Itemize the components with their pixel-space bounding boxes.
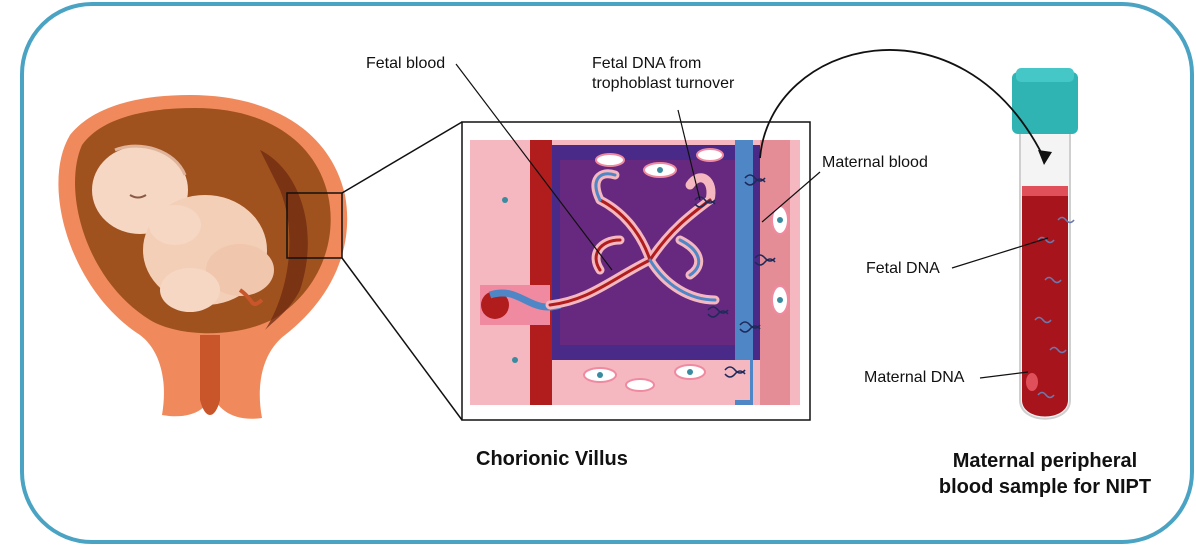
uterus-illustration — [58, 95, 347, 419]
maternal-blood-label: Maternal blood — [822, 153, 928, 173]
nipt-caption-line2: blood sample for NIPT — [920, 474, 1170, 500]
chorionic-villus-panel — [462, 122, 810, 420]
fetal-blood-label: Fetal blood — [366, 54, 445, 74]
fetal-dna-label: Fetal DNA — [866, 259, 940, 279]
maternal-dna-label: Maternal DNA — [864, 368, 964, 388]
nipt-caption: Maternal peripheral blood sample for NIP… — [920, 448, 1170, 500]
fetal-dna-trophoblast-label: Fetal DNA from trophoblast turnover — [592, 54, 782, 94]
nipt-caption-line1: Maternal peripheral — [920, 448, 1170, 474]
fetal-dna-trophoblast-line2: trophoblast turnover — [592, 74, 782, 94]
fetal-dna-trophoblast-line1: Fetal DNA from — [592, 54, 782, 74]
chorionic-villus-caption: Chorionic Villus — [476, 446, 628, 472]
